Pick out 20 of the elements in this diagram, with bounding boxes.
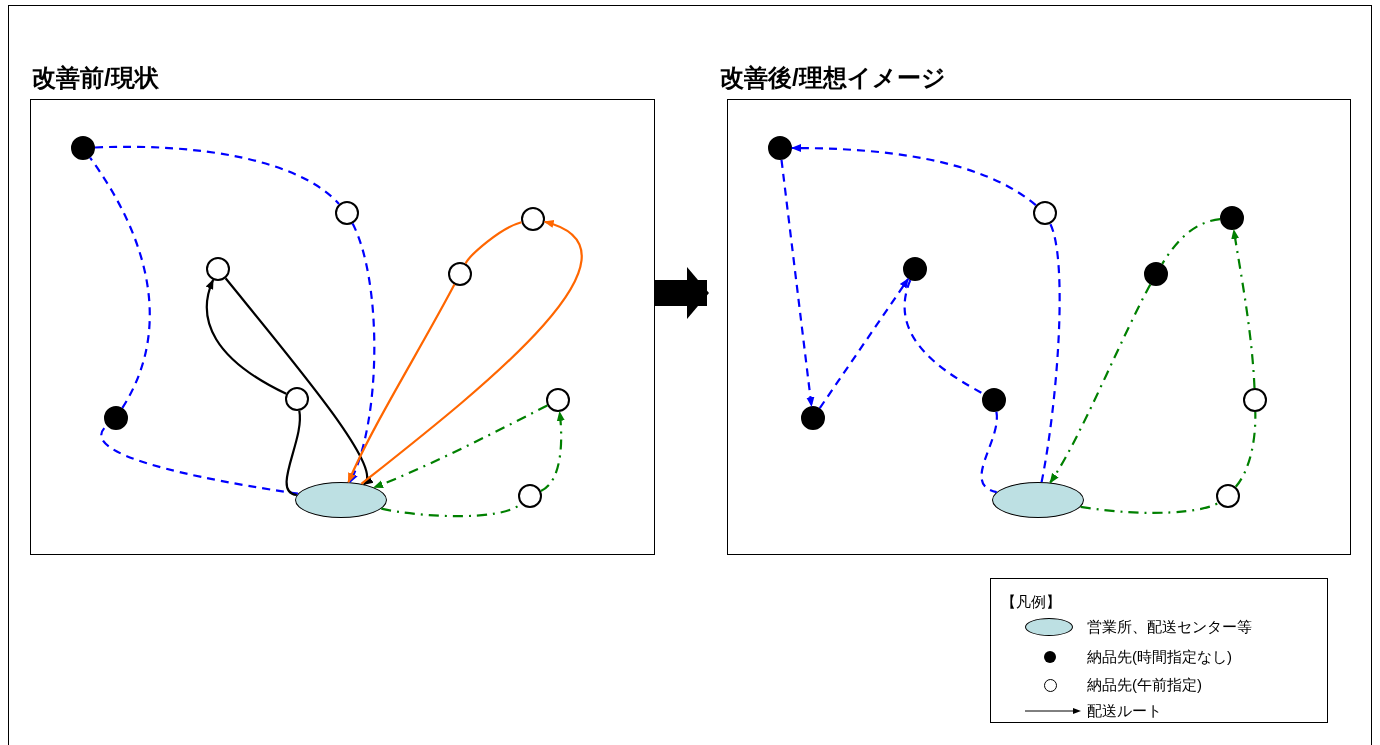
route-arrow	[1049, 284, 1152, 484]
route-arrow	[818, 278, 910, 409]
route-arrow	[205, 278, 287, 395]
legend-text: 納品先(午前指定)	[1087, 675, 1202, 695]
panel-title: 改善後/理想イメージ	[720, 63, 946, 93]
block-arrow	[655, 267, 709, 319]
route-arrow	[347, 284, 456, 484]
route-arrow	[224, 277, 372, 486]
route-arrow	[1231, 228, 1256, 389]
legend-text: 納品先(時間指定なし)	[1087, 647, 1232, 667]
legend-text: 営業所、配送センター等	[1087, 617, 1252, 637]
route-arrow	[360, 220, 583, 485]
legend-heading: 【凡例】	[1001, 593, 1061, 611]
panel-title: 改善前/現状	[32, 63, 159, 93]
route-arrow	[540, 410, 565, 492]
legend-text: 配送ルート	[1087, 701, 1162, 721]
route-arrow	[349, 223, 376, 484]
route-arrow	[373, 404, 548, 489]
route-arrow	[780, 159, 815, 408]
route-arrow	[791, 144, 1037, 207]
